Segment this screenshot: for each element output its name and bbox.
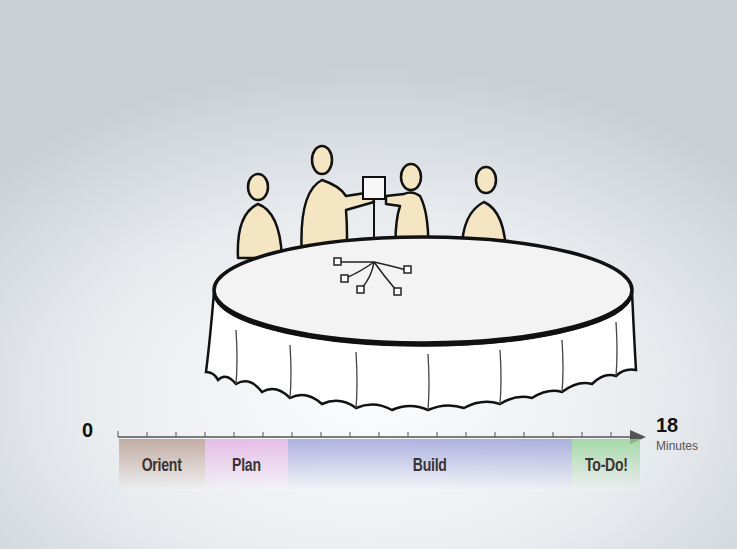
tick (582, 432, 583, 437)
tick (408, 432, 409, 437)
fold (236, 330, 237, 384)
person-head (476, 167, 496, 193)
tick (234, 432, 235, 437)
fold (616, 322, 617, 376)
cable (340, 261, 374, 263)
tick (379, 432, 380, 437)
tick (437, 432, 438, 437)
phase-label: Orient (142, 455, 182, 476)
cable-end (341, 275, 348, 282)
phase-band: Plan (205, 439, 288, 491)
cables (340, 262, 406, 290)
cable (362, 262, 374, 288)
cable-end (394, 288, 401, 295)
cable (374, 262, 406, 270)
cable-end (404, 266, 411, 273)
phase-band: To-Do! (572, 439, 640, 491)
axis-label: Minutes (656, 439, 698, 453)
cable-ends (334, 258, 411, 295)
axis-label: 0 (82, 419, 93, 442)
fold (562, 340, 563, 392)
fold (290, 345, 291, 398)
ticks (118, 431, 611, 437)
tick (553, 432, 554, 437)
person-body (238, 204, 282, 258)
cable-end (334, 258, 341, 265)
tablet (363, 177, 385, 199)
tick (176, 432, 177, 437)
tick (611, 432, 612, 437)
tick (350, 432, 351, 437)
phase-band: Build (288, 439, 572, 491)
fold (356, 352, 357, 408)
tick (205, 432, 206, 437)
fold (428, 354, 429, 410)
phase-label: Plan (232, 455, 261, 476)
person-head (248, 174, 268, 200)
cable-end (357, 286, 364, 293)
tick (321, 432, 322, 437)
tick (147, 432, 148, 437)
fold (500, 350, 501, 404)
phase-label: To-Do! (585, 455, 628, 476)
phase-band: Orient (119, 439, 205, 491)
phase-label: Build (413, 455, 447, 476)
table-rim (216, 300, 630, 346)
tick (524, 432, 525, 437)
person-head (401, 164, 421, 190)
table-top (214, 237, 632, 343)
tick (263, 432, 264, 437)
person-head (312, 146, 332, 174)
tick (495, 432, 496, 437)
tick (466, 432, 467, 437)
axis-label: 18 (656, 414, 678, 437)
tick (118, 431, 119, 437)
tick (292, 432, 293, 437)
